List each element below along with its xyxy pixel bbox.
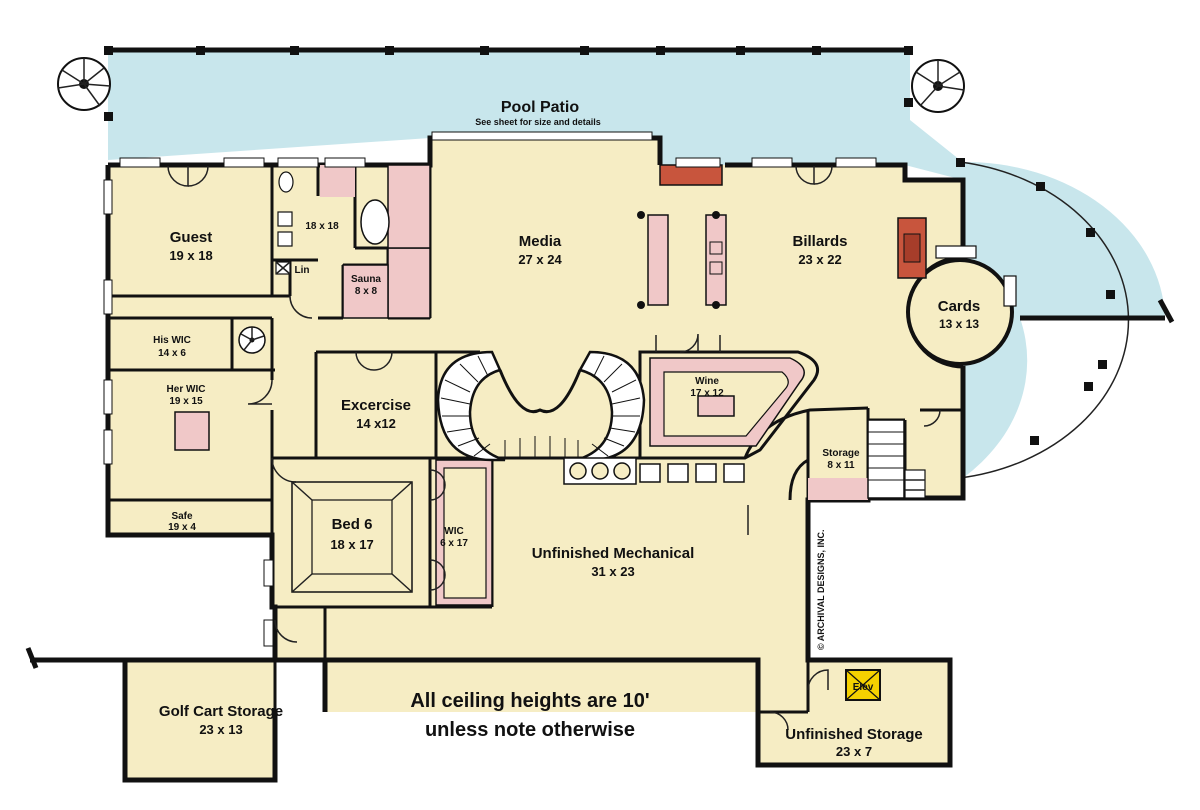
excercise-size: 14 x12	[356, 416, 396, 431]
billards-label: Billards	[792, 233, 847, 250]
pool-patio-area	[108, 47, 1175, 479]
ceiling-note-line2: unless note otherwise	[425, 719, 635, 741]
storage-label: Storage	[822, 448, 860, 459]
elevator-label: Elev	[853, 682, 874, 693]
wic-size: 6 x 17	[440, 538, 468, 549]
bed6-tray-ceiling	[291, 481, 413, 593]
golf-label: Golf Cart Storage	[159, 703, 283, 720]
media-label: Media	[519, 233, 562, 250]
wine-label: Wine	[695, 376, 719, 387]
room-labels: Pool Patio See sheet for size and detail…	[153, 99, 980, 759]
safe-size: 19 x 4	[168, 522, 196, 533]
wic-label: WIC	[444, 526, 463, 537]
patio-spiral-stair-left	[57, 57, 111, 111]
ceiling-note-line1: All ceiling heights are 10'	[410, 690, 649, 712]
wine-size: 17 x 12	[690, 388, 724, 399]
sauna-size: 8 x 8	[355, 286, 378, 297]
pool-patio-label: Pool Patio	[501, 99, 579, 116]
fireplace-media	[659, 164, 723, 186]
pool-patio-note: See sheet for size and details	[475, 117, 601, 127]
excercise-label: Excercise	[341, 397, 411, 414]
bar-stools	[563, 457, 745, 485]
copyright-text: © ARCHIVAL DESIGNS, INC.	[816, 530, 826, 650]
sauna-label: Sauna	[351, 274, 381, 285]
fireplace-billards	[897, 217, 927, 279]
her-wic-label: Her WIC	[167, 384, 206, 395]
lin-label: Lin	[295, 265, 310, 276]
his-wic-label: His WIC	[153, 335, 191, 346]
mechanical-label: Unfinished Mechanical	[532, 545, 695, 562]
unfinished-storage-size: 23 x 7	[836, 744, 872, 759]
ceiling-note: All ceiling heights are 10' unless note …	[410, 690, 649, 741]
media-size: 27 x 24	[518, 252, 562, 267]
patio-spiral-stair-right	[911, 59, 965, 113]
safe-label: Safe	[171, 511, 193, 522]
bath-fixtures	[275, 171, 294, 275]
windows	[103, 131, 877, 647]
closet-spiral-stair	[238, 326, 266, 354]
his-wic-size: 14 x 6	[158, 348, 186, 359]
unfinished-storage-label: Unfinished Storage	[785, 726, 923, 743]
billards-size: 23 x 22	[798, 252, 841, 267]
cards-size: 13 x 13	[939, 317, 979, 331]
pink-accents	[174, 164, 868, 606]
cards-label: Cards	[938, 298, 981, 315]
elevator	[845, 669, 881, 701]
bed6-label: Bed 6	[332, 516, 373, 533]
guest-label: Guest	[170, 229, 213, 246]
her-wic-size: 19 x 15	[169, 396, 203, 407]
service-stair	[867, 419, 926, 499]
guest-size: 19 x 18	[169, 248, 212, 263]
bed6-size: 18 x 17	[330, 537, 373, 552]
bath-size: 18 x 18	[305, 221, 339, 232]
golf-size: 23 x 13	[199, 722, 242, 737]
mechanical-size: 31 x 23	[591, 564, 634, 579]
cards-room-circle	[906, 245, 1017, 366]
storage-size: 8 x 11	[827, 460, 855, 471]
